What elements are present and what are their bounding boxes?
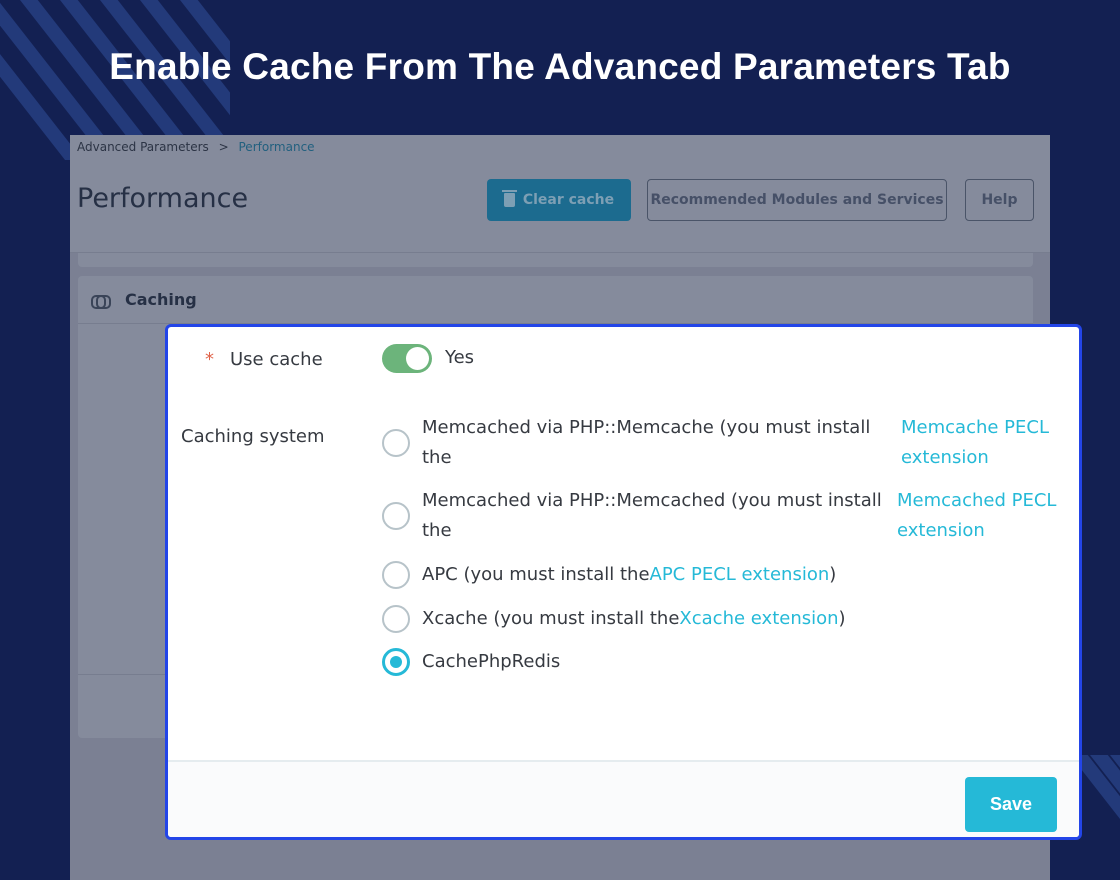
xcache-extension-link[interactable]: Xcache extension (679, 608, 839, 629)
help-button[interactable]: Help (965, 179, 1034, 221)
option-apc-text: APC (you must install the (422, 564, 650, 585)
breadcrumb: Advanced Parameters > Performance (77, 140, 315, 154)
page-title: Performance (77, 183, 249, 214)
page-header: Advanced Parameters > Performance Perfor… (70, 135, 1050, 253)
apc-pecl-link[interactable]: APC PECL extension (649, 564, 830, 585)
use-cache-toggle-text: Yes (445, 347, 475, 368)
link-icon (91, 294, 111, 309)
radio-apc[interactable] (382, 561, 410, 589)
caching-system-label: Caching system (181, 426, 325, 447)
save-button[interactable]: Save (965, 777, 1057, 832)
option-memcached-line1: Memcached via PHP::Memcached (you must i… (422, 490, 882, 511)
option-cachephpredis-text: CachePhpRedis (422, 651, 561, 672)
caching-card-title: Caching (125, 290, 197, 309)
caching-settings-panel: * Use cache Yes Caching system Memcached … (165, 324, 1082, 840)
breadcrumb-current[interactable]: Performance (238, 140, 315, 154)
panel-footer: Save (168, 760, 1079, 837)
breadcrumb-parent[interactable]: Advanced Parameters (77, 140, 209, 154)
caching-card-header: Caching (78, 276, 1033, 324)
clear-cache-label: Clear cache (522, 192, 615, 208)
previous-card-bottom (78, 253, 1033, 267)
use-cache-label-text: Use cache (230, 349, 323, 370)
option-memcached-line2: the (422, 520, 452, 541)
radio-cachephpredis[interactable] (382, 648, 410, 676)
option-memcache-line1: Memcached via PHP::Memcache (you must in… (422, 417, 871, 438)
memcached-pecl-link[interactable]: Memcached PECL (897, 490, 1057, 511)
breadcrumb-separator: > (218, 140, 229, 154)
clear-cache-button[interactable]: Clear cache (487, 179, 631, 221)
option-xcache-suffix: ) (838, 608, 846, 629)
required-mark: * (205, 349, 214, 370)
option-apc-suffix: ) (829, 564, 837, 585)
headline: Enable Cache From The Advanced Parameter… (109, 46, 1011, 87)
radio-xcache[interactable] (382, 605, 410, 633)
memcache-pecl-link-cont[interactable]: extension (901, 447, 989, 468)
decorative-stripes-bottom-right (1080, 755, 1120, 835)
toggle-knob (406, 347, 429, 370)
recommended-modules-button[interactable]: Recommended Modules and Services (647, 179, 947, 221)
option-memcache-line2: the (422, 447, 452, 468)
memcached-pecl-link-cont[interactable]: extension (897, 520, 985, 541)
use-cache-toggle[interactable] (382, 344, 432, 373)
use-cache-label: * Use cache (205, 349, 323, 370)
option-xcache-text: Xcache (you must install the (422, 608, 680, 629)
memcache-pecl-link[interactable]: Memcache PECL (901, 417, 1049, 438)
radio-memcached[interactable] (382, 502, 410, 530)
radio-memcache[interactable] (382, 429, 410, 457)
trash-icon (501, 190, 517, 207)
